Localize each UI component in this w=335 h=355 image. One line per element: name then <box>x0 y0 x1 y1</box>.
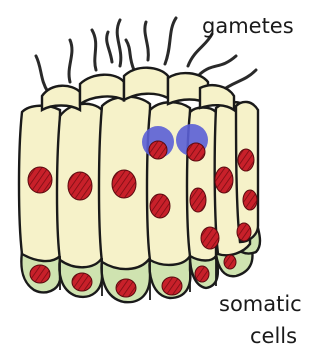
cell-back-1 <box>42 86 80 110</box>
nucleus <box>215 167 233 193</box>
nucleus <box>237 223 251 241</box>
nucleus <box>72 273 92 291</box>
label-gametes: gametes <box>202 14 294 38</box>
nucleus <box>28 167 52 193</box>
nucleus <box>190 188 206 212</box>
nucleus <box>238 149 254 171</box>
nucleus <box>68 172 92 200</box>
nucleus <box>224 255 236 269</box>
cell-7 <box>236 102 258 242</box>
label-cells: cells <box>250 324 297 348</box>
nucleus <box>150 194 170 218</box>
nucleus <box>243 190 257 210</box>
nucleus <box>116 279 136 297</box>
label-somatic: somatic <box>219 292 302 316</box>
cell-back-5 <box>200 85 234 110</box>
nucleus <box>162 277 182 295</box>
nucleus <box>112 170 136 198</box>
nucleus <box>201 227 219 249</box>
nucleus <box>30 265 50 283</box>
nucleus <box>187 143 205 161</box>
nucleus <box>195 266 209 282</box>
nucleus <box>149 141 167 159</box>
cell-back-3 <box>124 68 168 100</box>
